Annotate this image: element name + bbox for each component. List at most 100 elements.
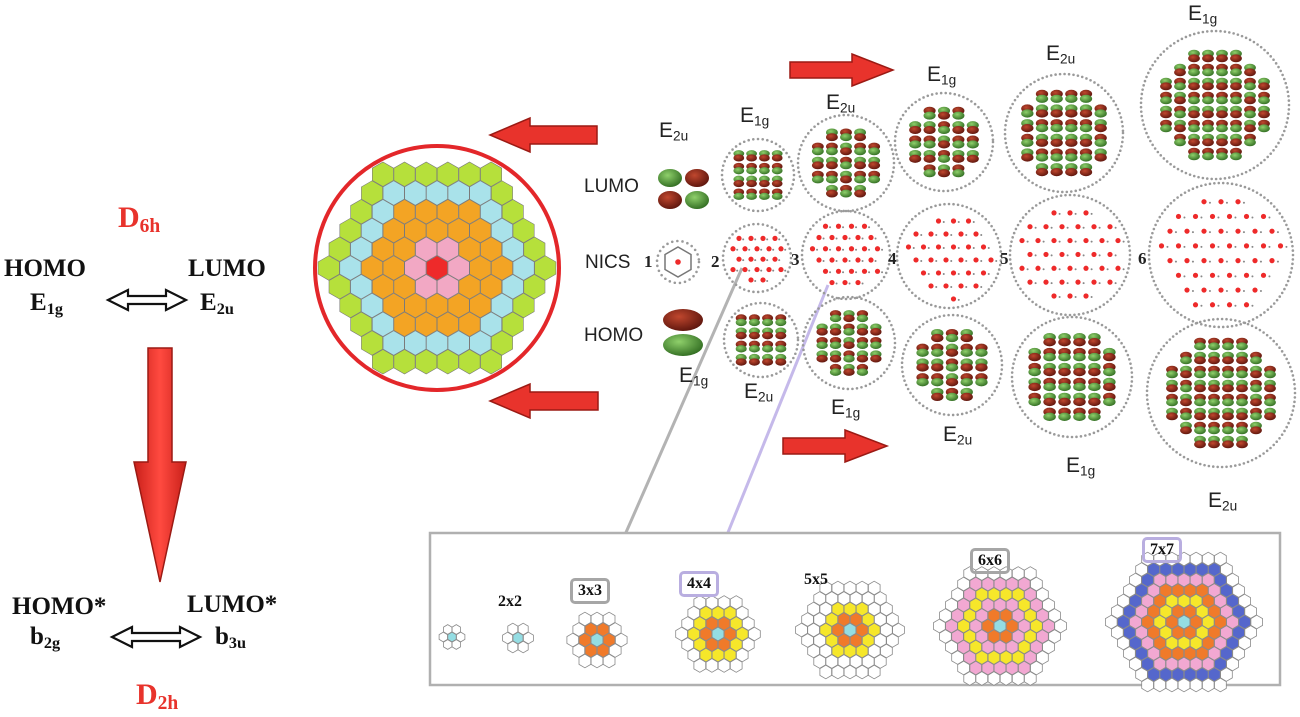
size-flakes [438,551,1263,693]
nics-number-3: 3 [791,250,800,269]
ring-hexagon [361,180,384,206]
graphene-flake [502,622,534,654]
graphene-flake [566,611,628,669]
ring-hexagon [393,199,416,225]
ring-hexagon [328,274,351,300]
arrow-left-top-icon [488,116,598,154]
ring-hexagon [458,274,481,300]
homo-sym-3: E1g [831,396,861,421]
ring-hexagon [404,292,427,319]
group-bottom-label: D2h [136,678,179,714]
ring-hexagon [361,292,384,319]
ring-hexagon [458,199,481,225]
ring-hexagon [490,255,513,281]
nics-number-4: 4 [888,249,897,268]
nics-number-6: 6 [1138,249,1147,268]
ring-hexagon [512,217,535,244]
ring-hexagon [339,255,362,281]
ring-hexagon [501,236,524,262]
ring-hexagon [490,330,513,356]
ring-hexagon [415,311,438,337]
nics-molecule [1008,193,1132,317]
ring-hexagon [382,292,405,319]
ring-hexagon [404,180,427,206]
ring-hexagon [415,349,438,375]
ring-hexagon [328,236,351,262]
ring-hexagon [382,255,405,281]
orbital-molecule [1139,29,1291,181]
nics-molecule [895,202,1003,310]
ring-hexagon [350,199,373,225]
connector-line-3x3 [604,267,744,579]
size-label-7x7: 7x7 [1142,537,1182,563]
lumo-symmetry: E2u [200,289,234,319]
ring-hexagon [469,292,492,319]
ring-hexagon [393,274,416,300]
ring-hexagon [447,180,470,206]
graphene-flake [1105,551,1263,693]
ring-hexagon [469,330,492,356]
lumo-label: LUMO [188,255,266,282]
ring-hexagon [415,236,438,262]
ring-hexagon [469,180,492,206]
ring-hexagon [501,274,524,300]
graphene-flake [933,566,1067,686]
ring-hexagon [371,161,394,187]
ring-hexagon [382,180,405,206]
ring-hexagon [480,161,503,187]
ring-hexagon [512,255,535,281]
ring-hexagon [371,311,394,337]
ring-hexagon [490,292,513,319]
connector-line-4x4 [710,284,830,573]
homo-orbital-1 [663,309,703,356]
homo-sym-4: E2u [943,423,973,448]
orbital-molecule [900,313,1004,417]
orbital-molecules [655,29,1297,469]
ring-hexagon [436,311,459,337]
graphene-flake [675,595,761,673]
lumo-sym-5: E2u [1046,42,1076,67]
orbital-molecule [1010,315,1134,439]
homo-star-symmetry: b2g [30,623,61,653]
ring-hexagon [350,236,373,262]
ring-hexagon [501,199,524,225]
vertical-red-arrow-icon [133,347,187,583]
double-arrow-top-icon [105,288,189,312]
size-label-6x6: 6x6 [970,548,1010,574]
homo-sym-6: E2u [1208,489,1238,514]
ring-hexagon [447,255,470,281]
ring-hexagon [382,330,405,356]
ring-hexagon [534,255,557,281]
ring-hexagon [426,255,448,281]
nics-benzene [655,239,701,285]
homo-symmetry: E1g [30,289,63,319]
lumo-star-label: LUMO* [187,591,278,618]
row-label-nics: NICS [585,252,631,273]
size-label-4x4: 4x4 [679,571,719,597]
ring-hexagon [490,180,513,206]
ring-hexagon [458,236,481,262]
lumo-orbital-1 [658,169,709,209]
nics-molecule [1147,181,1295,329]
ring-hexagon [480,349,503,375]
ring-hexagon [501,311,524,337]
ring-hexagon [523,236,546,262]
ring-hexagon [371,199,394,225]
ring-hexagon [404,255,427,281]
double-arrow-bottom-icon [109,625,203,649]
nics-molecule [721,222,793,294]
ring-hexagon [393,349,416,375]
nics-number-2: 2 [711,252,720,271]
size-label-5x5: 5x5 [804,571,828,588]
ring-hexagon [404,217,427,244]
ring-hexagon [436,199,459,225]
row-label-homo: HOMO [584,325,644,346]
ring-hexagon [480,311,503,337]
lumo-sym-3: E2u [826,91,856,116]
ring-hexagon [447,330,470,356]
ring-hexagon [350,311,373,337]
ring-hexagon [458,311,481,337]
ring-hexagon [426,292,448,319]
ring-hexagon [404,330,427,356]
